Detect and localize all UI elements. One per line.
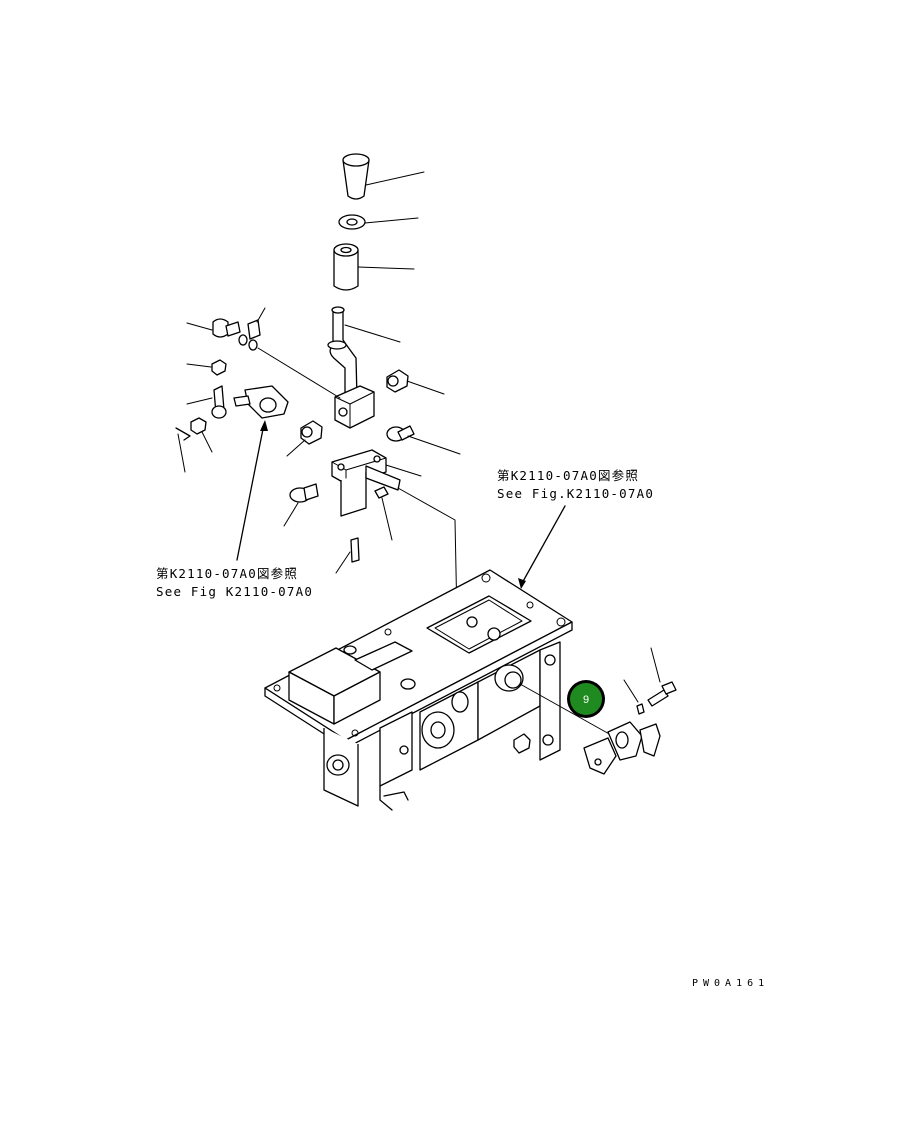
ref-label-lower-jp: 第K2110-07A0図参照: [156, 566, 298, 581]
ref-label-upper-jp: 第K2110-07A0図参照: [497, 468, 639, 483]
leader-line: [519, 683, 621, 741]
leader-line: [406, 380, 445, 395]
lever-bracket: [331, 449, 401, 517]
link-rod: [397, 487, 458, 621]
leader-line: [385, 464, 422, 477]
leader-line: [335, 551, 351, 574]
clevis-pin: [289, 483, 319, 503]
ref-label-upper-en: See Fig.K2110-07A0: [497, 486, 654, 501]
lever-block: [334, 385, 375, 429]
ref-label-lower-en: See Fig K2110-07A0: [156, 584, 313, 599]
leader-line: [186, 397, 213, 405]
leader-line: [201, 431, 213, 453]
leader-line: [623, 679, 639, 703]
leader-line: [257, 347, 341, 399]
drawing-code: PW0A161: [692, 978, 769, 989]
nut: [211, 359, 227, 376]
leader-line: [650, 647, 661, 683]
hose-barb: [211, 385, 227, 419]
washer-small: [238, 319, 261, 351]
leader-line: [357, 266, 415, 270]
callout-number: 9: [583, 694, 589, 706]
bolt-right: [636, 681, 677, 715]
leader-line: [381, 497, 393, 541]
clip: [175, 427, 191, 473]
elbow-fitting: [212, 318, 241, 338]
side-frame-right: [419, 641, 561, 771]
lever-knob: [342, 153, 370, 200]
leader-line: [407, 435, 461, 455]
clamp: [233, 385, 289, 419]
part-callout-9[interactable]: 9: [567, 680, 605, 718]
ref-arrow-upper: [520, 505, 566, 586]
leader-line: [286, 439, 306, 457]
leader-line: [365, 171, 425, 186]
arrowhead: [260, 420, 268, 431]
leader-line: [364, 217, 419, 224]
bushing-upper: [386, 369, 409, 393]
pin: [374, 486, 389, 499]
leader-line: [186, 363, 212, 368]
leader-line: [344, 324, 401, 343]
bushing-left: [300, 420, 323, 445]
side-frame-left: [323, 711, 413, 811]
boss-small: [343, 645, 416, 690]
leader-line: [186, 322, 213, 331]
cable-end-fitting: [583, 721, 661, 775]
lever-rod: [327, 306, 358, 399]
arrowhead: [518, 578, 526, 589]
leader-line: [283, 502, 299, 527]
lever-boot: [333, 243, 359, 291]
lever-washer: [338, 214, 366, 230]
shaft-boss: [494, 664, 524, 692]
leader-line: [256, 307, 266, 323]
pivot-pin: [386, 425, 415, 442]
cover-opening: [426, 595, 532, 654]
spring-pin: [350, 537, 360, 563]
nut-lower: [190, 417, 207, 435]
ref-arrow-lower: [236, 423, 265, 561]
switch-box: [288, 641, 413, 725]
